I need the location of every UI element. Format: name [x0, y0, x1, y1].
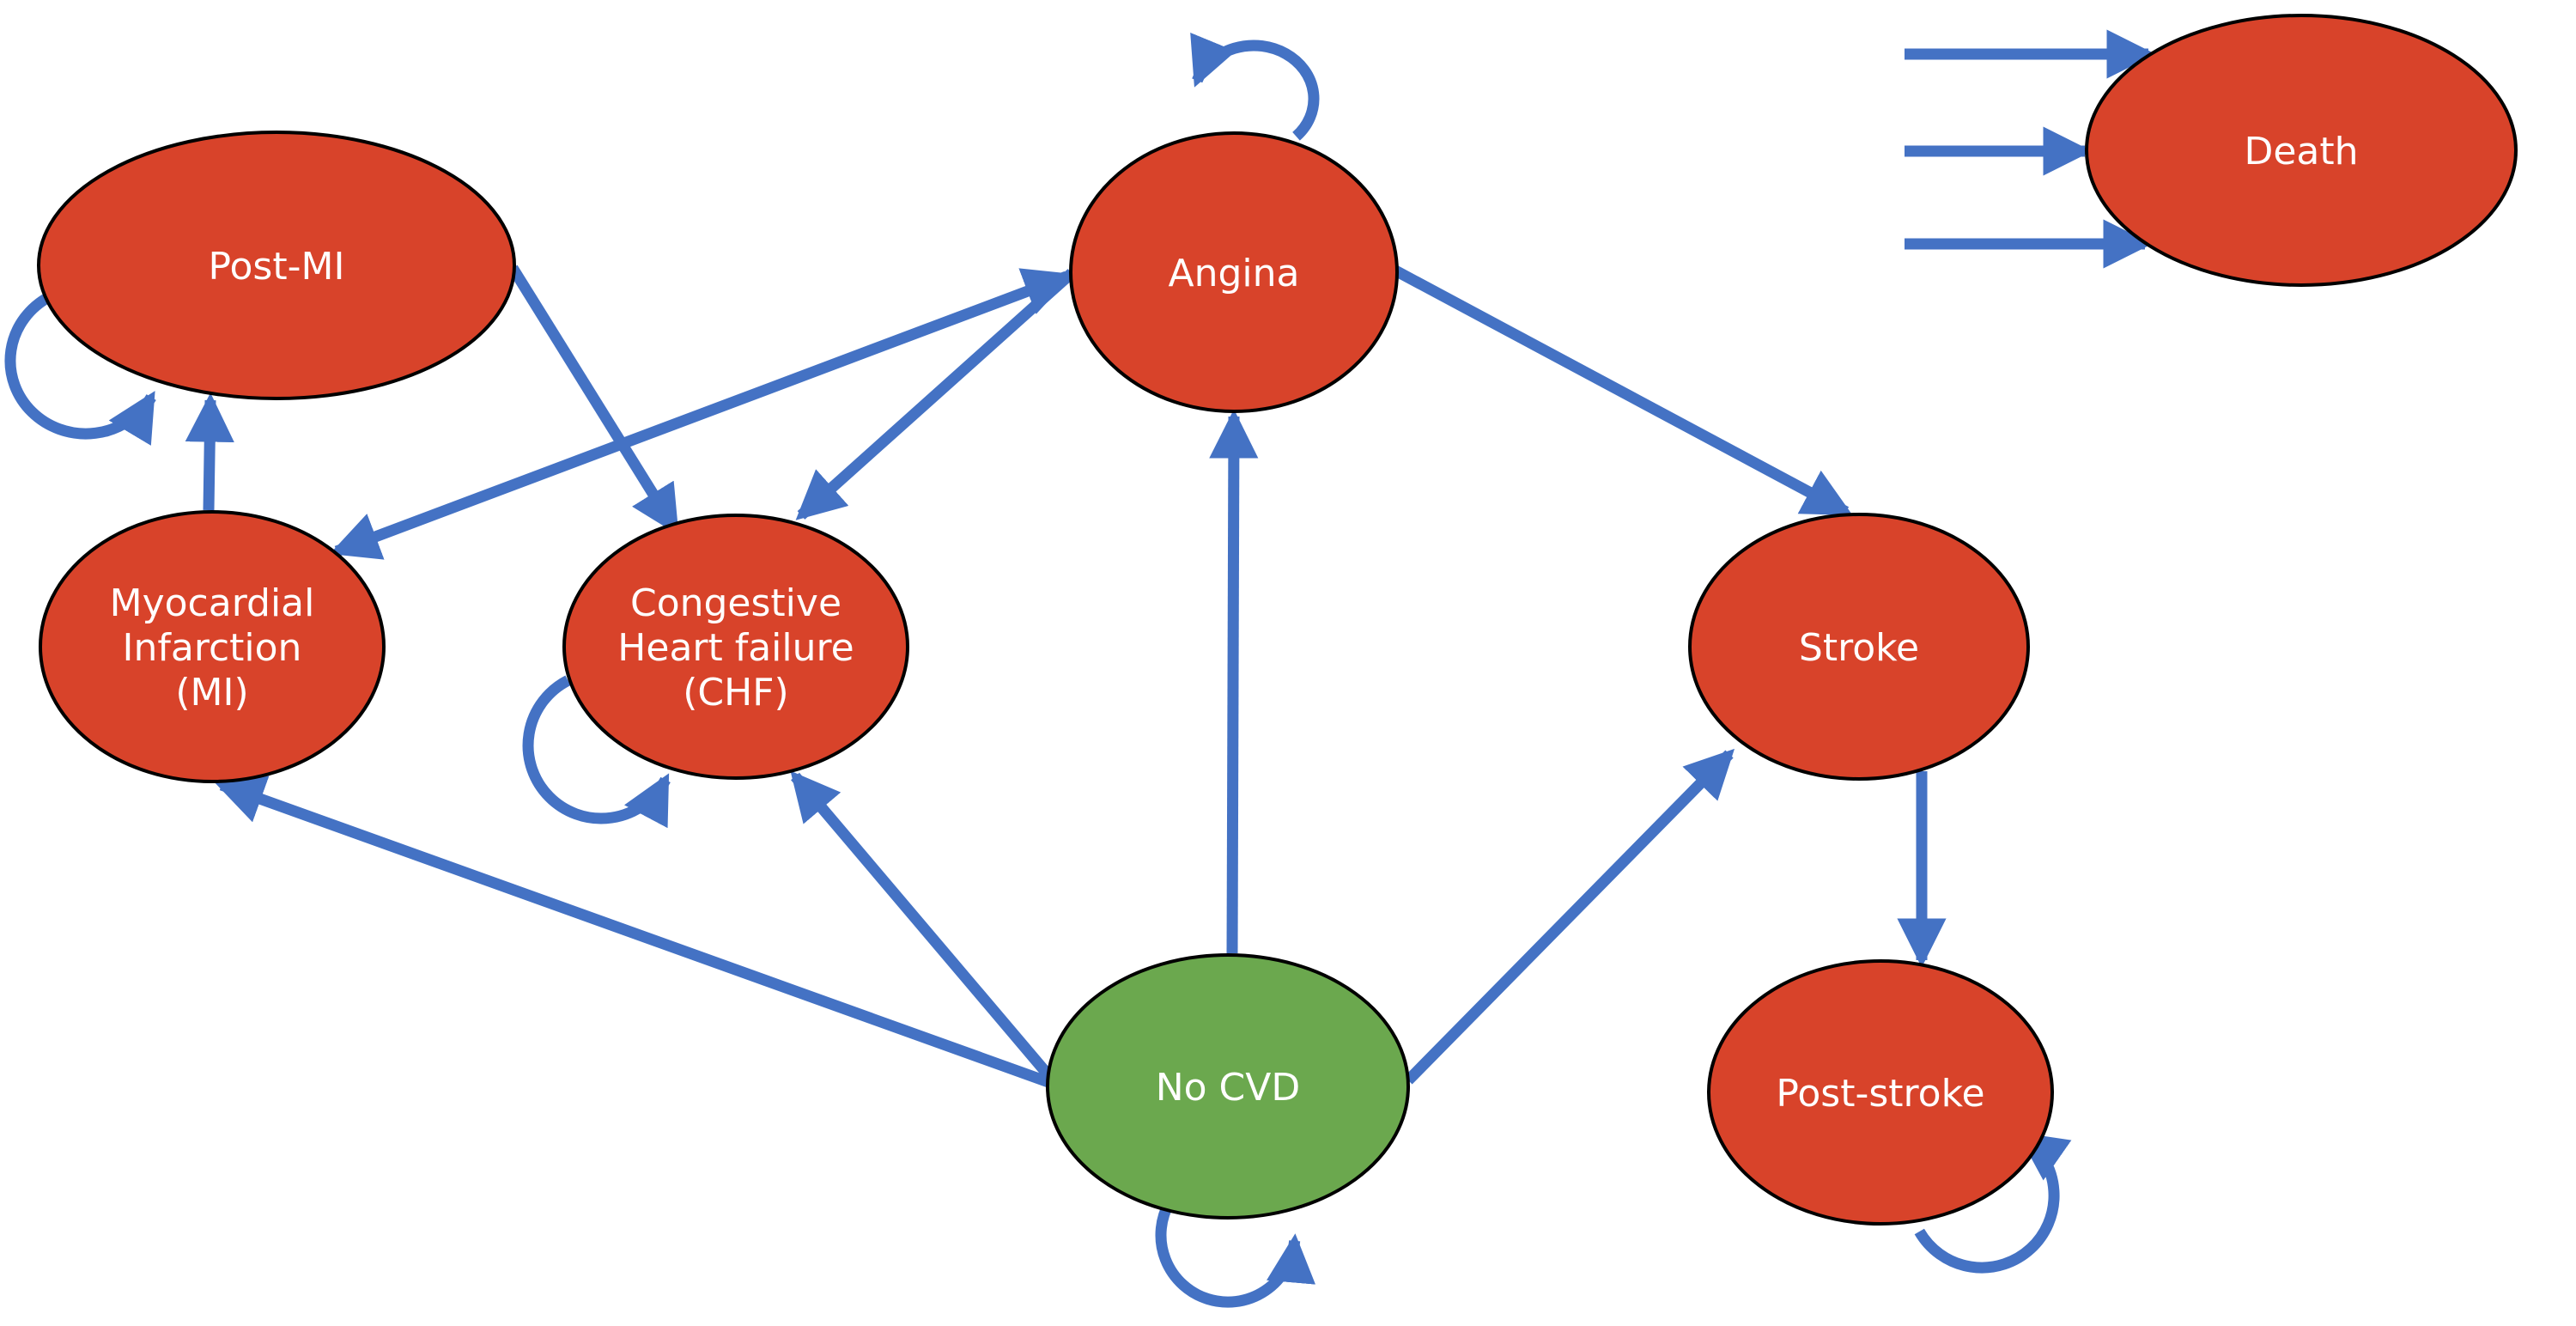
state-node-angina: Angina: [1069, 131, 1399, 413]
transition-arrow-angina-to-stroke: [1392, 265, 1853, 517]
state-label-no_cvd: No CVD: [1156, 1066, 1301, 1110]
self-loop-chf: [522, 675, 671, 829]
transition-arrow-no_cvd-to-mi: [214, 776, 1051, 1088]
state-node-death: Death: [2085, 14, 2518, 287]
state-ellipse-no_cvd: [1046, 953, 1410, 1220]
state-label-stroke: Stroke: [1799, 626, 1919, 670]
state-ellipse-post_mi: [37, 131, 516, 400]
state-ellipse-angina: [1069, 131, 1399, 413]
state-ellipse-stroke: [1688, 513, 2030, 781]
transition-arrow-no_cvd-to-stroke: [1404, 748, 1735, 1085]
state-node-no_cvd: No CVD: [1046, 953, 1410, 1220]
state-label-angina: Angina: [1169, 252, 1300, 295]
transition-arrow-no_cvd-to-angina: [1209, 409, 1259, 954]
edges-layer: [4, 29, 2156, 1308]
state-ellipse-mi: [39, 510, 386, 783]
state-label-post_stroke: Post-stroke: [1776, 1072, 1984, 1116]
state-ellipse-death: [2085, 14, 2518, 287]
state-ellipse-chf: [562, 514, 909, 780]
self-loop-post_stroke: [1914, 1131, 2072, 1274]
transition-arrow-mi-to-post_mi: [185, 392, 234, 511]
state-label-post_mi: Post-MI: [209, 245, 345, 289]
transition-arrow-post_mi-to-chf: [507, 265, 680, 536]
state-node-post_stroke: Post-stroke: [1707, 959, 2054, 1226]
transition-arrow-no_cvd-to-chf: [790, 770, 1053, 1080]
self-loop-no_cvd: [1155, 1198, 1315, 1308]
state-node-post_mi: Post-MI: [37, 131, 516, 400]
self-loop-angina: [1190, 32, 1320, 141]
state-label-death: Death: [2244, 130, 2358, 173]
self-loop-post_mi: [4, 291, 156, 446]
state-ellipse-post_stroke: [1707, 959, 2054, 1226]
transition-arrow-angina-to-chf: [795, 269, 1076, 520]
transition-arrow-angina-mi-two-way: [329, 268, 1074, 560]
state-node-stroke: Stroke: [1688, 513, 2030, 781]
